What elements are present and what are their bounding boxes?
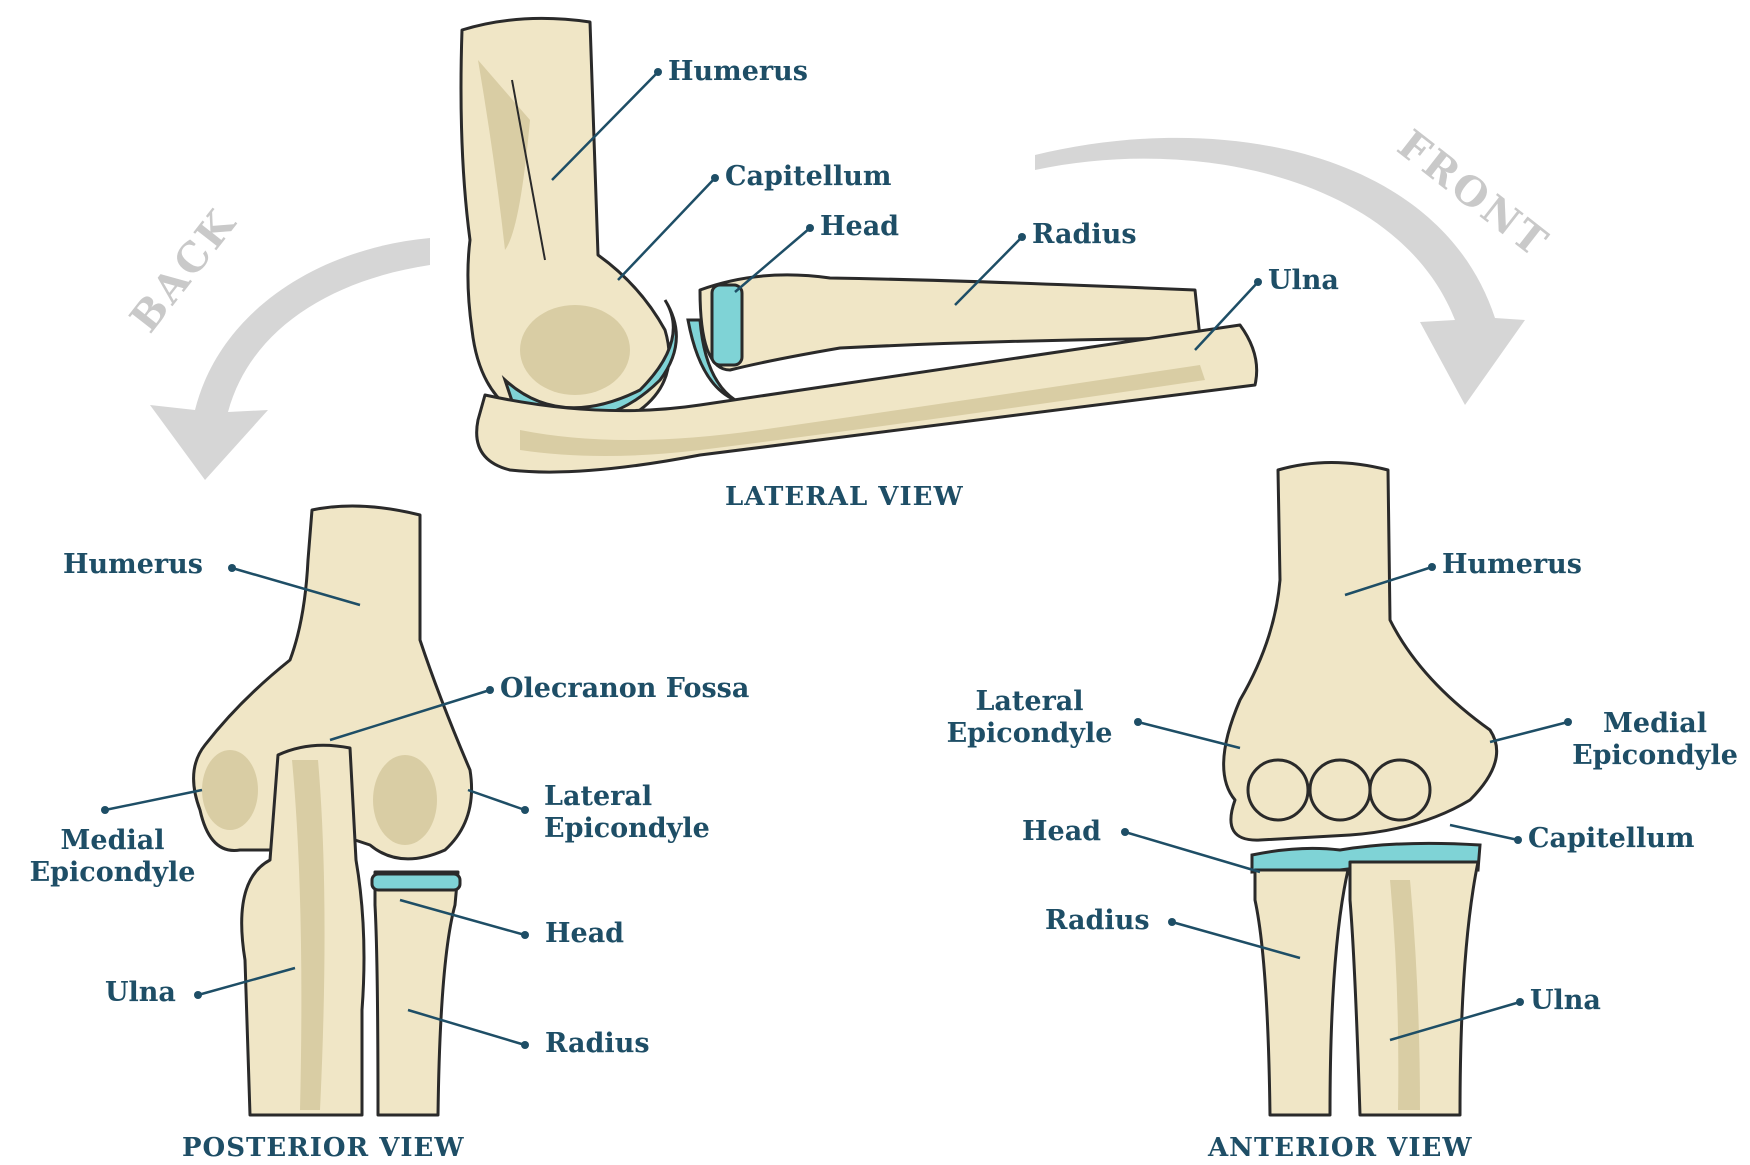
- lateral-label-humerus: Humerus: [668, 56, 808, 88]
- posterior-label-radius: Radius: [545, 1028, 650, 1060]
- anterior-label-lateral-epicondyle: Lateral Epicondyle: [932, 686, 1127, 750]
- anterior-label-ulna: Ulna: [1530, 985, 1601, 1017]
- posterior-label-humerus: Humerus: [63, 549, 203, 581]
- back-arrow-label: BACK: [121, 199, 246, 341]
- anterior-label-head: Head: [1022, 816, 1101, 848]
- anterior-label-radius: Radius: [1045, 905, 1150, 937]
- lateral-radial-head-cartilage: [712, 285, 742, 365]
- posterior-label-lateral-epicondyle: Lateral Epicondyle: [544, 781, 710, 845]
- posterior-radius-bone: [375, 872, 458, 1115]
- posterior-label-head: Head: [545, 918, 624, 950]
- lateral-label-head: Head: [820, 211, 899, 243]
- back-arrow: BACK: [121, 199, 430, 480]
- anterior-label-medial-epicondyle: Medial Epicondyle: [1565, 708, 1745, 772]
- lateral-label-capitellum: Capitellum: [725, 161, 891, 193]
- posterior-label-ulna: Ulna: [105, 977, 176, 1009]
- lateral-view-title: LATERAL VIEW: [725, 482, 964, 512]
- posterior-radial-head-cartilage: [372, 874, 460, 890]
- anterior-view-title: ANTERIOR VIEW: [1208, 1133, 1473, 1163]
- lateral-label-ulna: Ulna: [1268, 265, 1339, 297]
- lateral-label-radius: Radius: [1032, 219, 1137, 251]
- lateral-view-illustration: [461, 18, 1257, 472]
- posterior-view-title: POSTERIOR VIEW: [182, 1133, 465, 1163]
- anterior-radius-bone: [1255, 870, 1348, 1115]
- anterior-label-capitellum: Capitellum: [1528, 823, 1694, 855]
- posterior-label-medial-epicondyle: Medial Epicondyle: [10, 825, 215, 889]
- anterior-label-humerus: Humerus: [1442, 549, 1582, 581]
- posterior-label-olecranon-fossa: Olecranon Fossa: [500, 673, 749, 705]
